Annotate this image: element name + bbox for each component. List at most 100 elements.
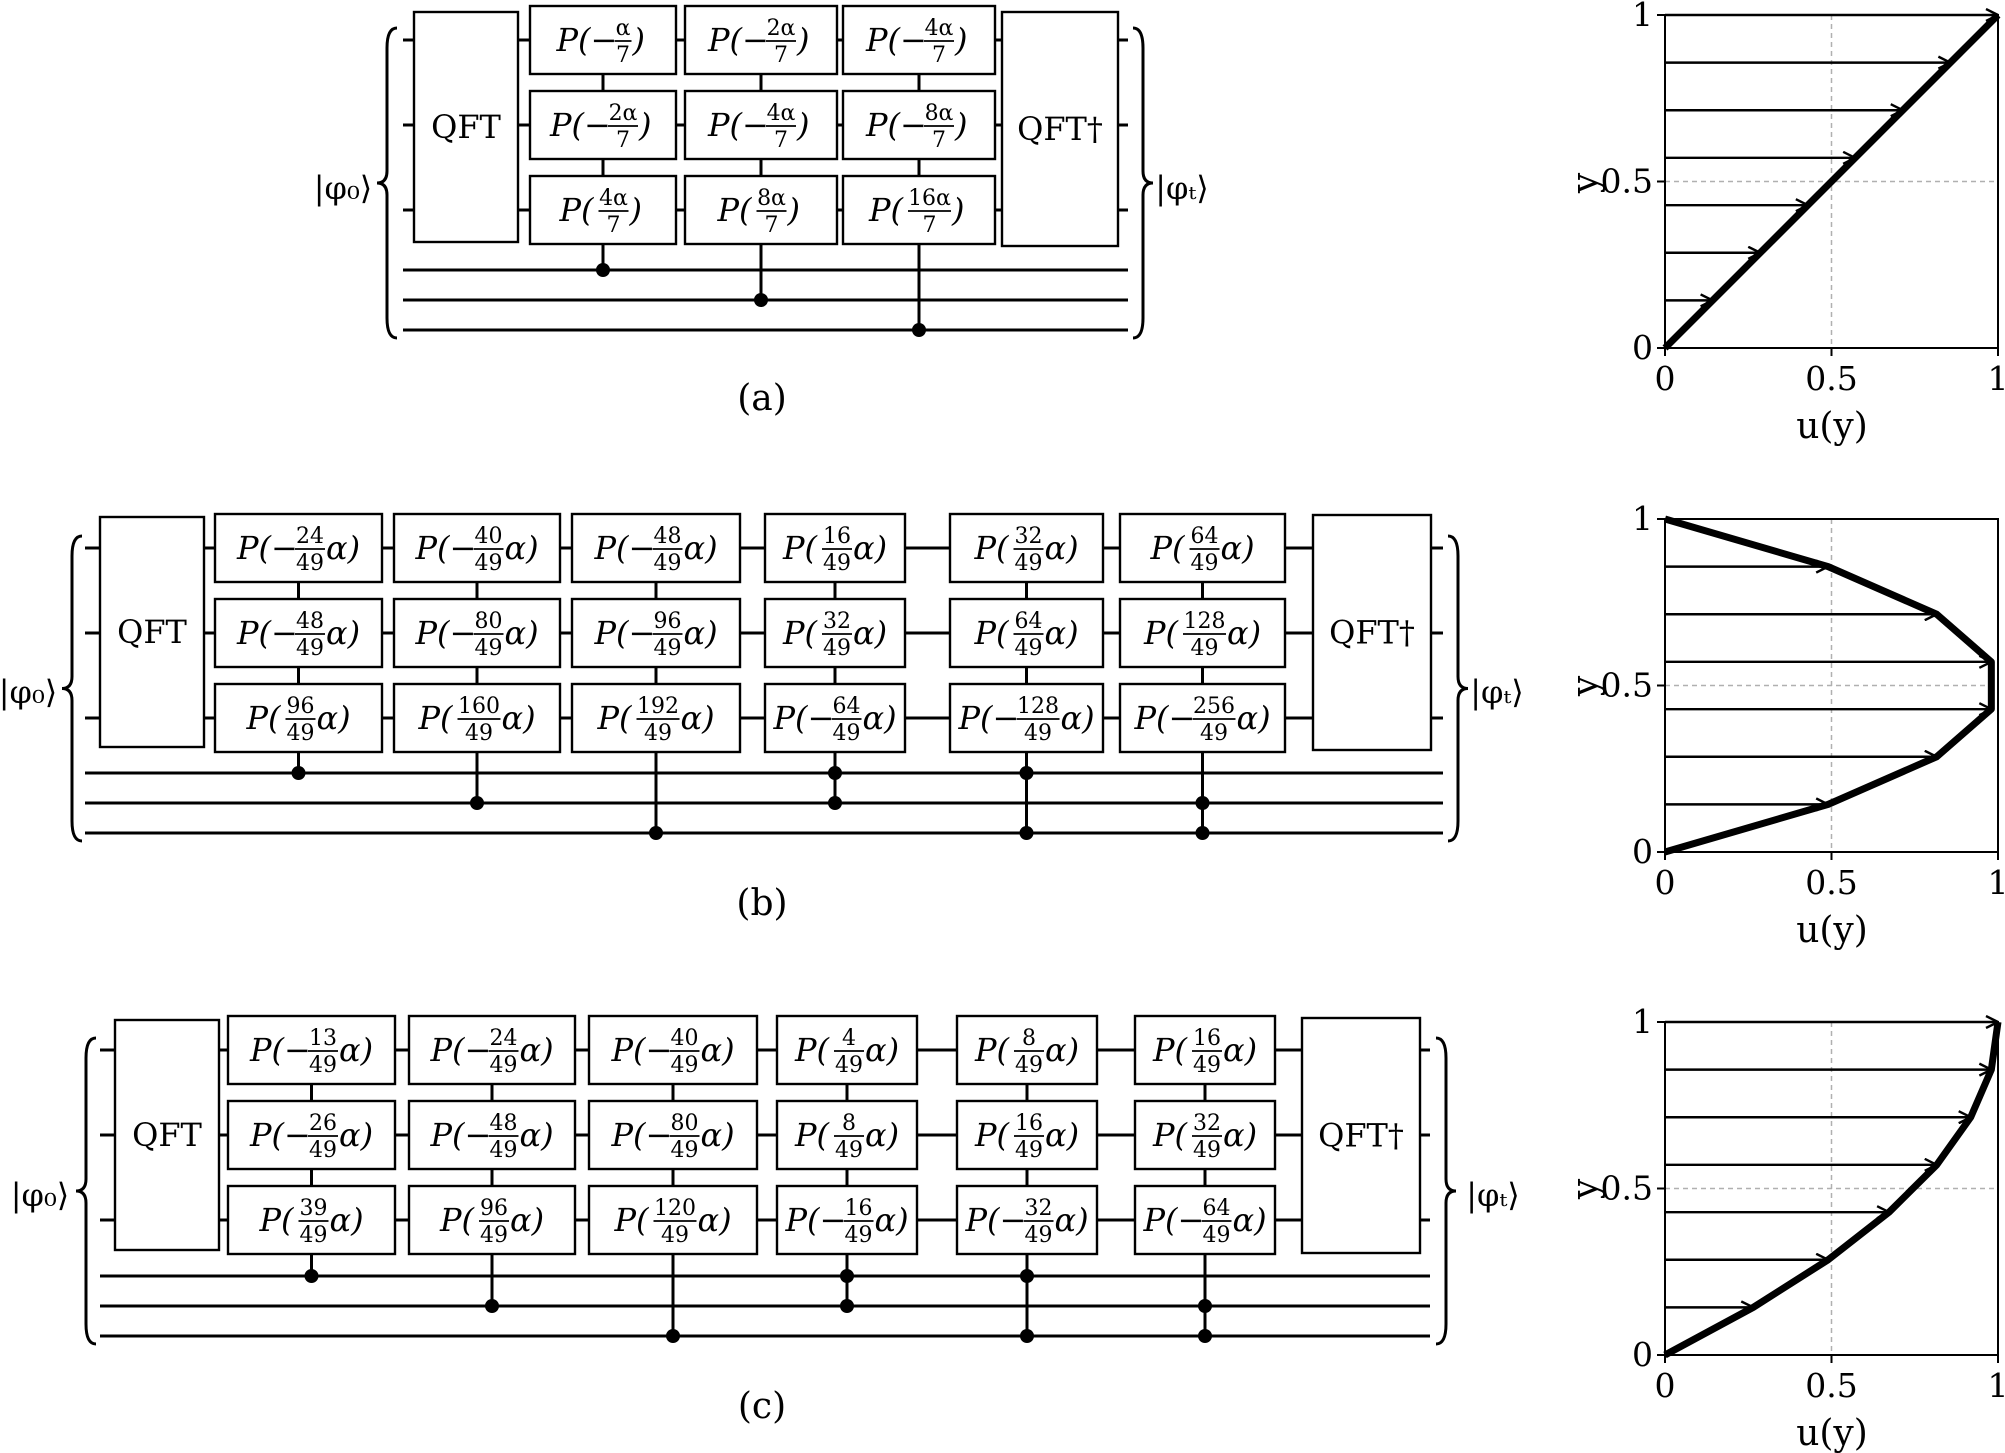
input-state-a: |φ₀⟩ [314,169,373,207]
output-brace [1447,534,1469,843]
gate-prefix: P(− [958,699,1020,737]
gate-denominator: 7 [774,43,788,68]
phase-gate-label: P(−8α7) [865,101,967,153]
gate-suffix: α) [520,1031,554,1069]
gate-numerator: 64 [1191,524,1219,549]
gate-prefix: P(− [430,1031,492,1069]
gate-prefix: P( [1152,1116,1189,1154]
gate-prefix: P(− [611,1031,673,1069]
gate-denominator: 7 [923,213,937,238]
phase-gate-box [948,597,1105,669]
gate-prefix: P(− [556,21,618,59]
y-tick-label: 0 [1632,328,1653,367]
gate-numerator: 4α [767,101,796,126]
gate-suffix: α) [1221,529,1255,567]
gate-denominator: 49 [296,551,324,576]
phase-gate-label: P(4α7) [559,186,642,238]
gate-suffix: α) [1055,1201,1089,1239]
gate-numerator: 26 [309,1111,337,1136]
gate-suffix: α) [1233,1201,1267,1239]
x-tick-label: 1 [1988,359,2005,398]
gate-prefix: P( [1143,614,1180,652]
gate-denominator: 49 [823,636,851,661]
gate-numerator: 80 [475,609,503,634]
gate-numerator: 16 [823,524,851,549]
gate-denominator: 49 [1015,551,1043,576]
phase-gate-box [570,512,742,584]
phase-gate-box [955,1014,1099,1086]
gate-numerator: 40 [475,524,503,549]
x-axis-label-a: u(y) [1796,406,1868,447]
gate-prefix: P( [974,529,1011,567]
gate-prefix: P( [794,1116,831,1154]
control-dot [828,796,842,810]
qft-label: QFT [117,613,187,651]
gate-prefix: P(− [236,614,298,652]
phase-gate-box [1133,1184,1277,1256]
y-tick-label: 0 [1632,1335,1653,1374]
gate-denominator: 49 [1193,1138,1221,1163]
gate-denominator: 7 [616,128,630,153]
gate-prefix: P( [974,614,1011,652]
gate-prefix: P(− [249,1116,311,1154]
phase-gate-box [1118,597,1287,669]
gate-denominator: 49 [1200,721,1228,746]
input-state-b: |φ₀⟩ [0,673,57,711]
gate-suffix: α) [698,1201,732,1239]
output-state-b: |φₜ⟩ [1470,673,1524,711]
phase-gate-box [587,1184,759,1256]
phase-gate-box [841,174,997,246]
control-dot [828,766,842,780]
gate-denominator: 49 [1015,1053,1043,1078]
input-brace [75,1036,97,1346]
gate-denominator: 49 [1203,1223,1231,1248]
gate-suffix: α) [684,614,718,652]
phase-gate-box [587,1099,759,1171]
phase-gate-box [683,4,839,76]
gate-prefix: P( [1152,1031,1189,1069]
gate-suffix: ) [796,21,809,59]
phase-gate-box [841,4,997,76]
gate-denominator: 49 [1191,551,1219,576]
gate-prefix: P(− [865,106,927,144]
gate-denominator: 7 [774,128,788,153]
gate-denominator: 49 [835,1138,863,1163]
gate-numerator: 96 [654,609,682,634]
gate-denominator: 7 [932,128,946,153]
gate-prefix: P(− [1143,1201,1205,1239]
gate-suffix: α) [1237,699,1271,737]
gate-suffix: ) [796,106,809,144]
phase-layer: P(−2α7)P(−4α7)P(8α7) [683,4,839,307]
gate-suffix: ) [638,106,651,144]
control-dot [1195,826,1210,840]
gate-numerator: 13 [309,1026,337,1051]
gate-numerator: 64 [1203,1196,1231,1221]
phase-gate-box [392,682,562,754]
gate-suffix: α) [326,529,360,567]
gate-numerator: 2α [609,101,638,126]
gate-numerator: 4α [925,16,954,41]
gate-denominator: 49 [1025,1223,1053,1248]
inverse-qft-box [1300,1016,1422,1255]
y-tick-label: 0.5 [1601,1169,1653,1208]
gate-suffix: α) [853,614,887,652]
gate-suffix: α) [1045,614,1079,652]
gate-numerator: 96 [480,1196,508,1221]
phase-gate-box [570,597,742,669]
qft-box [98,515,206,749]
inverse-qft-box [1000,10,1120,248]
gate-numerator: 96 [287,694,315,719]
